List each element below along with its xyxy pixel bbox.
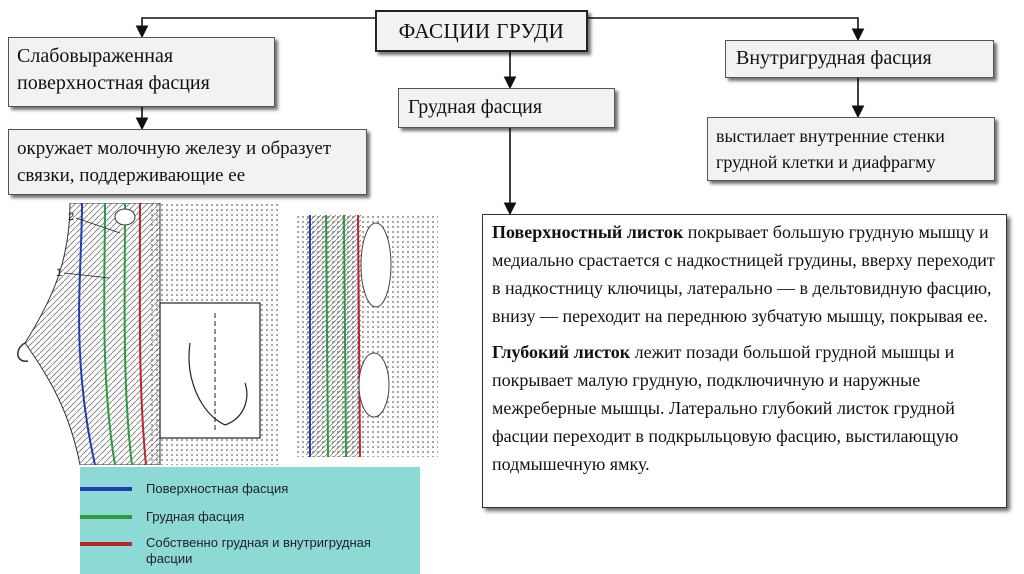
legend-label: Поверхностная фасция [146,481,289,496]
legend-item-pectoral: Грудная фасция [80,509,244,524]
superficial-fascia-description-box: окружает молочную железу и образует связ… [8,129,367,195]
superficial-layer-text: покрывает большую грудную мышцу и медиал… [492,222,995,326]
legend-line-red [80,542,132,546]
diagram-title-box: ФАСЦИИ ГРУДИ [375,10,588,52]
legend-label: Собственно грудная и внутригрудная фасци… [146,535,371,566]
legend-label: Грудная фасция [146,509,245,524]
endothoracic-fascia-description: выстилает внутренние стенки грудной клет… [716,126,945,172]
superficial-fascia-description: окружает молочную железу и образует связ… [17,138,332,186]
pectoral-fascia-layers-box: Поверхностный листок покрывает большую г… [482,214,1007,508]
endothoracic-fascia-box: Внутригрудная фасция [725,40,994,78]
superficial-fascia-heading: Слабовыраженная поверхностная фасция [17,45,210,94]
legend-item-endothoracic: Собственно грудная и внутригрудная фасци… [80,535,416,567]
superficial-layer-term: Поверхностный листок [492,222,684,242]
legend-item-superficial: Поверхностная фасция [80,481,288,496]
endothoracic-fascia-heading: Внутригрудная фасция [736,47,932,69]
deep-layer-text: лежит позади большой грудной мышцы и пок… [492,342,959,474]
pectoral-fascia-box: Грудная фасция [398,88,615,128]
pectoral-fascia-heading: Грудная фасция [408,96,543,118]
legend-line-green [80,514,132,519]
deep-layer-paragraph: Глубокий листок лежит позади большой гру… [492,338,997,478]
superficial-layer-paragraph: Поверхностный листок покрывает большую г… [492,218,997,330]
superficial-fascia-box: Слабовыраженная поверхностная фасция [8,37,275,107]
legend-line-blue [80,486,132,491]
fascia-layers-illustration [296,215,438,457]
color-legend: Поверхностная фасция Грудная фасция Собс… [80,467,420,574]
illustration-label-1: 1 [56,267,62,279]
deep-layer-term: Глубокий листок [492,342,631,362]
diagram-title: ФАСЦИИ ГРУДИ [398,18,565,43]
illustration-label-2: 2 [68,211,74,223]
breast-section-illustration: 2 1 [17,203,280,465]
endothoracic-fascia-description-box: выстилает внутренние стенки грудной клет… [707,117,995,181]
